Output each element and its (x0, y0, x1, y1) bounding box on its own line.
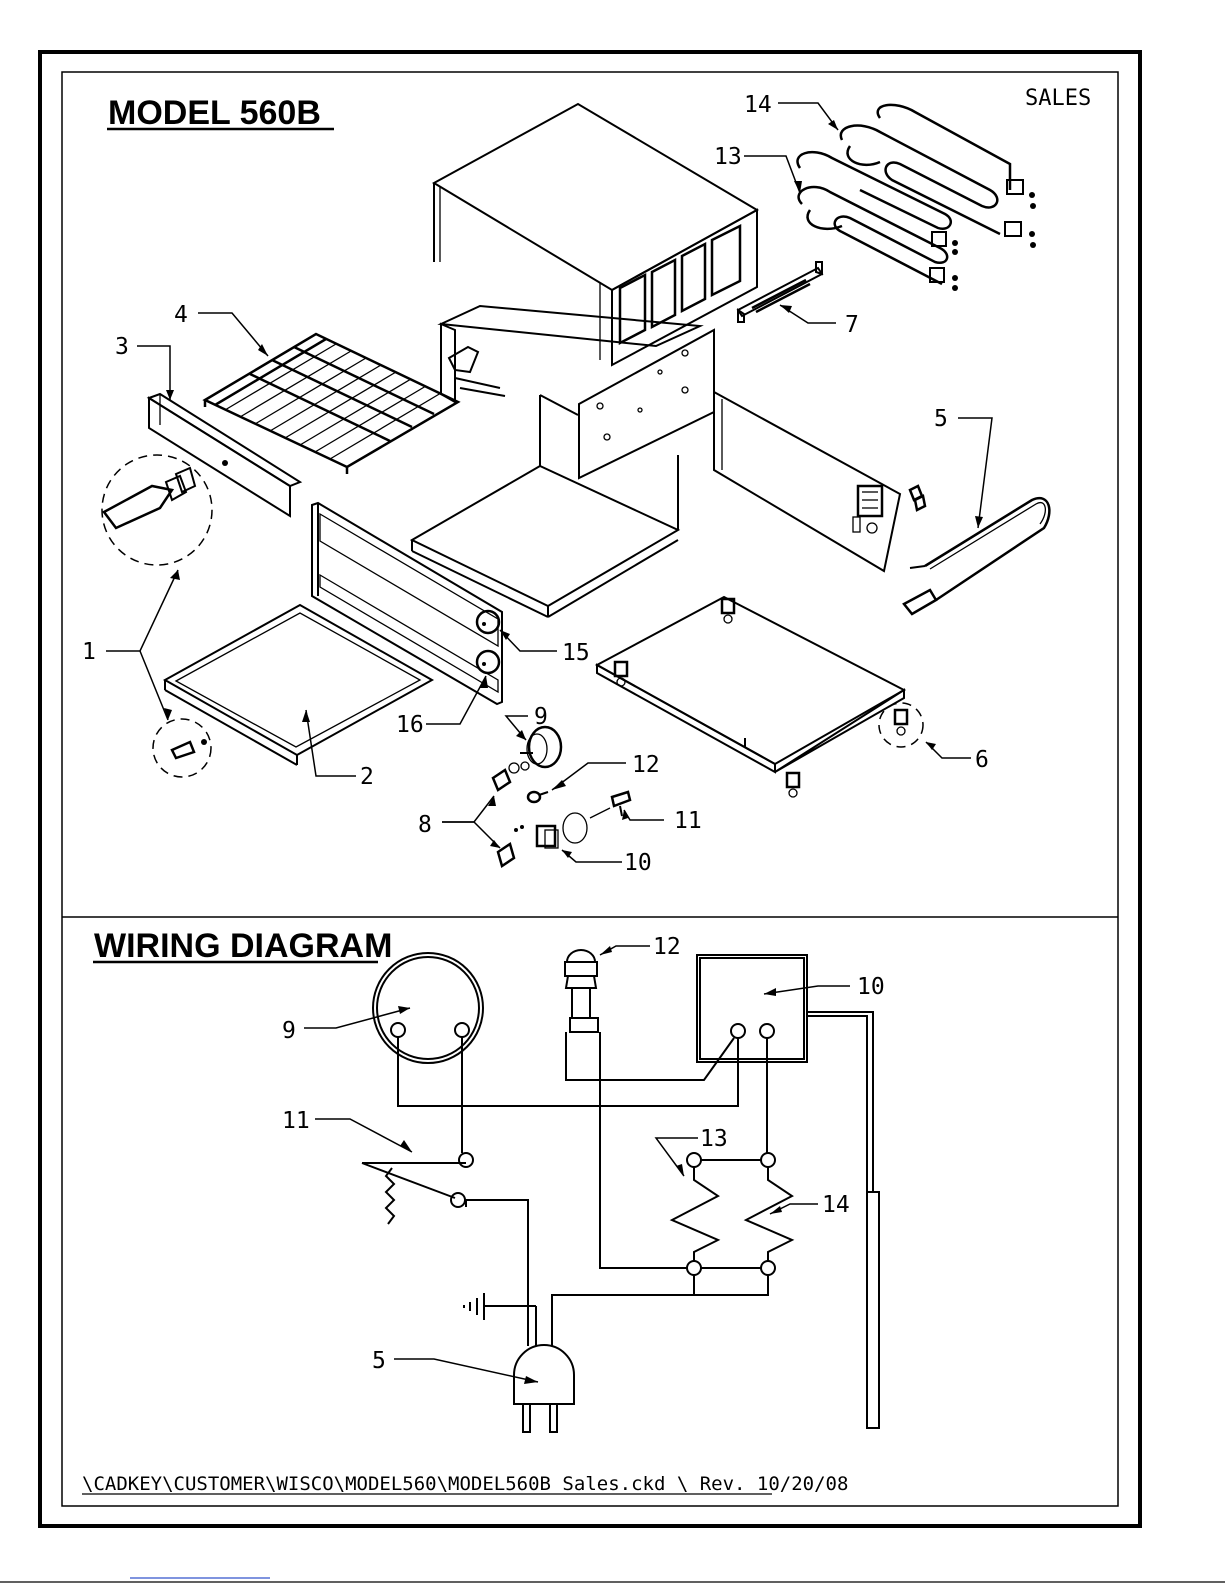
callout-12: 12 (632, 752, 660, 778)
callout-10: 10 (624, 850, 652, 876)
wiring-callout-11: 11 (282, 1108, 310, 1134)
exploded-callout-arrowheads (164, 120, 983, 858)
callout-6: 6 (975, 747, 989, 773)
model-title: MODEL 560B (108, 94, 321, 132)
indicator-lamp-12 (528, 792, 548, 802)
element-bracket-7 (738, 262, 822, 322)
ground-symbol (464, 1293, 536, 1320)
callout-1: 1 (82, 639, 96, 665)
thermostat-symbol-9 (373, 953, 483, 1063)
exploded-view (102, 104, 1049, 866)
file-path-footer: \CADKEY\CUSTOMER\WISCO\MODEL560\MODEL560… (82, 1473, 848, 1495)
leveling-foot (615, 662, 627, 686)
probe-bulb (807, 1012, 879, 1428)
knob-8 (493, 770, 524, 866)
thermostat-knob-15 (477, 611, 499, 633)
callout-5: 5 (934, 406, 948, 432)
right-side-panel (714, 392, 925, 571)
exploded-callouts: 1 2 3 4 5 6 7 8 9 10 11 12 13 14 15 16 (82, 92, 989, 876)
indicator-lamp-16 (477, 651, 499, 673)
thermostat-control-10 (537, 808, 610, 848)
wiring-title: WIRING DIAGRAM (94, 927, 392, 965)
callout-11: 11 (674, 808, 702, 834)
sales-label: SALES (1025, 86, 1091, 111)
wire-rack-4 (205, 334, 458, 474)
control-panel-frame (312, 503, 502, 704)
thermostat-control-symbol-10 (697, 955, 807, 1062)
callout-4: 4 (174, 302, 188, 328)
callout-15: 15 (562, 640, 590, 666)
callout-9: 9 (534, 704, 548, 730)
leveling-foot (787, 773, 799, 797)
handle-detail-1 (102, 455, 228, 777)
callout-7: 7 (845, 312, 859, 338)
wiring-callout-9: 9 (282, 1018, 296, 1044)
thermal-switch-11 (612, 792, 630, 816)
thermostat-9 (509, 727, 561, 773)
oven-chassis (412, 306, 714, 617)
wiring-callouts: 9 12 10 11 13 14 5 (282, 934, 885, 1374)
heating-element-symbols (672, 1153, 792, 1275)
callout-16: 16 (396, 712, 424, 738)
wiring-lines (398, 1032, 768, 1346)
power-plug-symbol-5 (514, 1345, 574, 1432)
wiring-callout-14: 14 (822, 1192, 850, 1218)
callout-2: 2 (360, 764, 374, 790)
inner-border (62, 72, 1118, 1506)
thermal-switch-symbol-11 (362, 1153, 473, 1224)
callout-8: 8 (418, 812, 432, 838)
indicator-lamp-symbol-12 (565, 950, 598, 1032)
top-cover (434, 104, 757, 365)
callout-13: 13 (714, 144, 742, 170)
power-cord-5 (904, 498, 1049, 614)
cover-vent-louvers (620, 226, 740, 343)
exploded-leaders (106, 103, 992, 862)
wiring-callout-12: 12 (653, 934, 681, 960)
callout-3: 3 (115, 334, 129, 360)
outer-border (40, 52, 1140, 1526)
wiring-callout-10: 10 (857, 974, 885, 1000)
wiring-callout-13: 13 (700, 1126, 728, 1152)
callout-14: 14 (744, 92, 772, 118)
wiring-callout-5: 5 (372, 1348, 386, 1374)
leveling-foot (722, 599, 734, 623)
